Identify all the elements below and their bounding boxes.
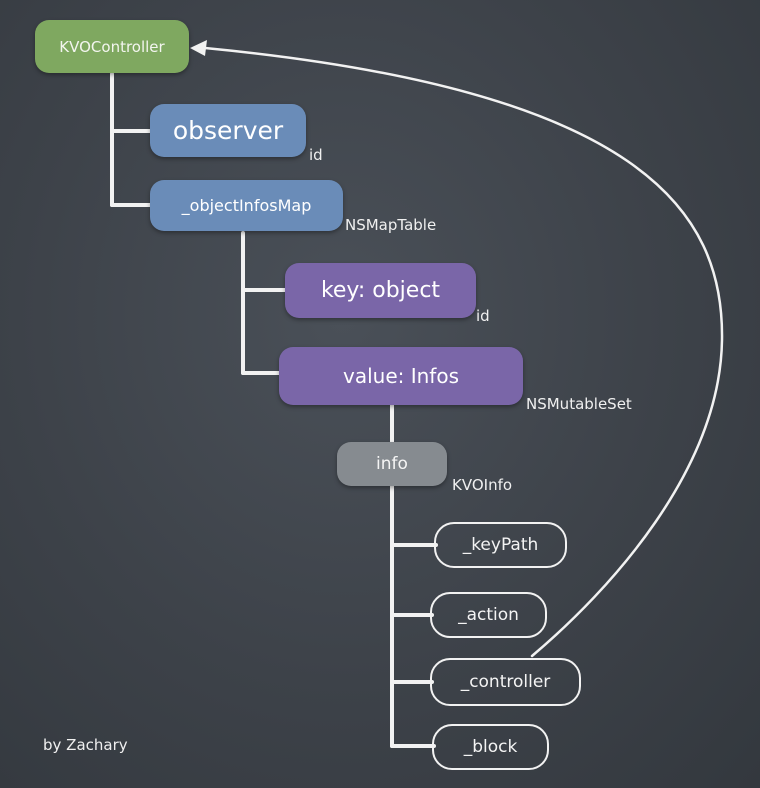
object-infos-map-type-label: NSMapTable	[345, 216, 437, 234]
arrowhead-icon	[190, 40, 207, 56]
value-infos-node: value: Infos	[279, 347, 523, 405]
info-node: info	[337, 442, 447, 486]
observer-node: observer	[150, 104, 306, 157]
info-type-label: KVOInfo	[452, 476, 513, 494]
key-object-node: key: object	[285, 263, 476, 318]
controller-field: _controller	[430, 658, 581, 706]
keypath-field: _keyPath	[434, 522, 567, 568]
observer-type-label: id	[309, 146, 323, 164]
key-type-label: id	[476, 307, 490, 325]
value-type-label: NSMutableSet	[526, 395, 632, 413]
controller-back-reference-curve	[203, 46, 724, 658]
kvo-controller-node: KVOController	[35, 20, 189, 73]
object-infos-map-node: _objectInfosMap	[150, 180, 343, 231]
action-field: _action	[430, 592, 547, 638]
author-credit: by Zachary	[43, 736, 128, 754]
block-field: _block	[432, 724, 549, 770]
